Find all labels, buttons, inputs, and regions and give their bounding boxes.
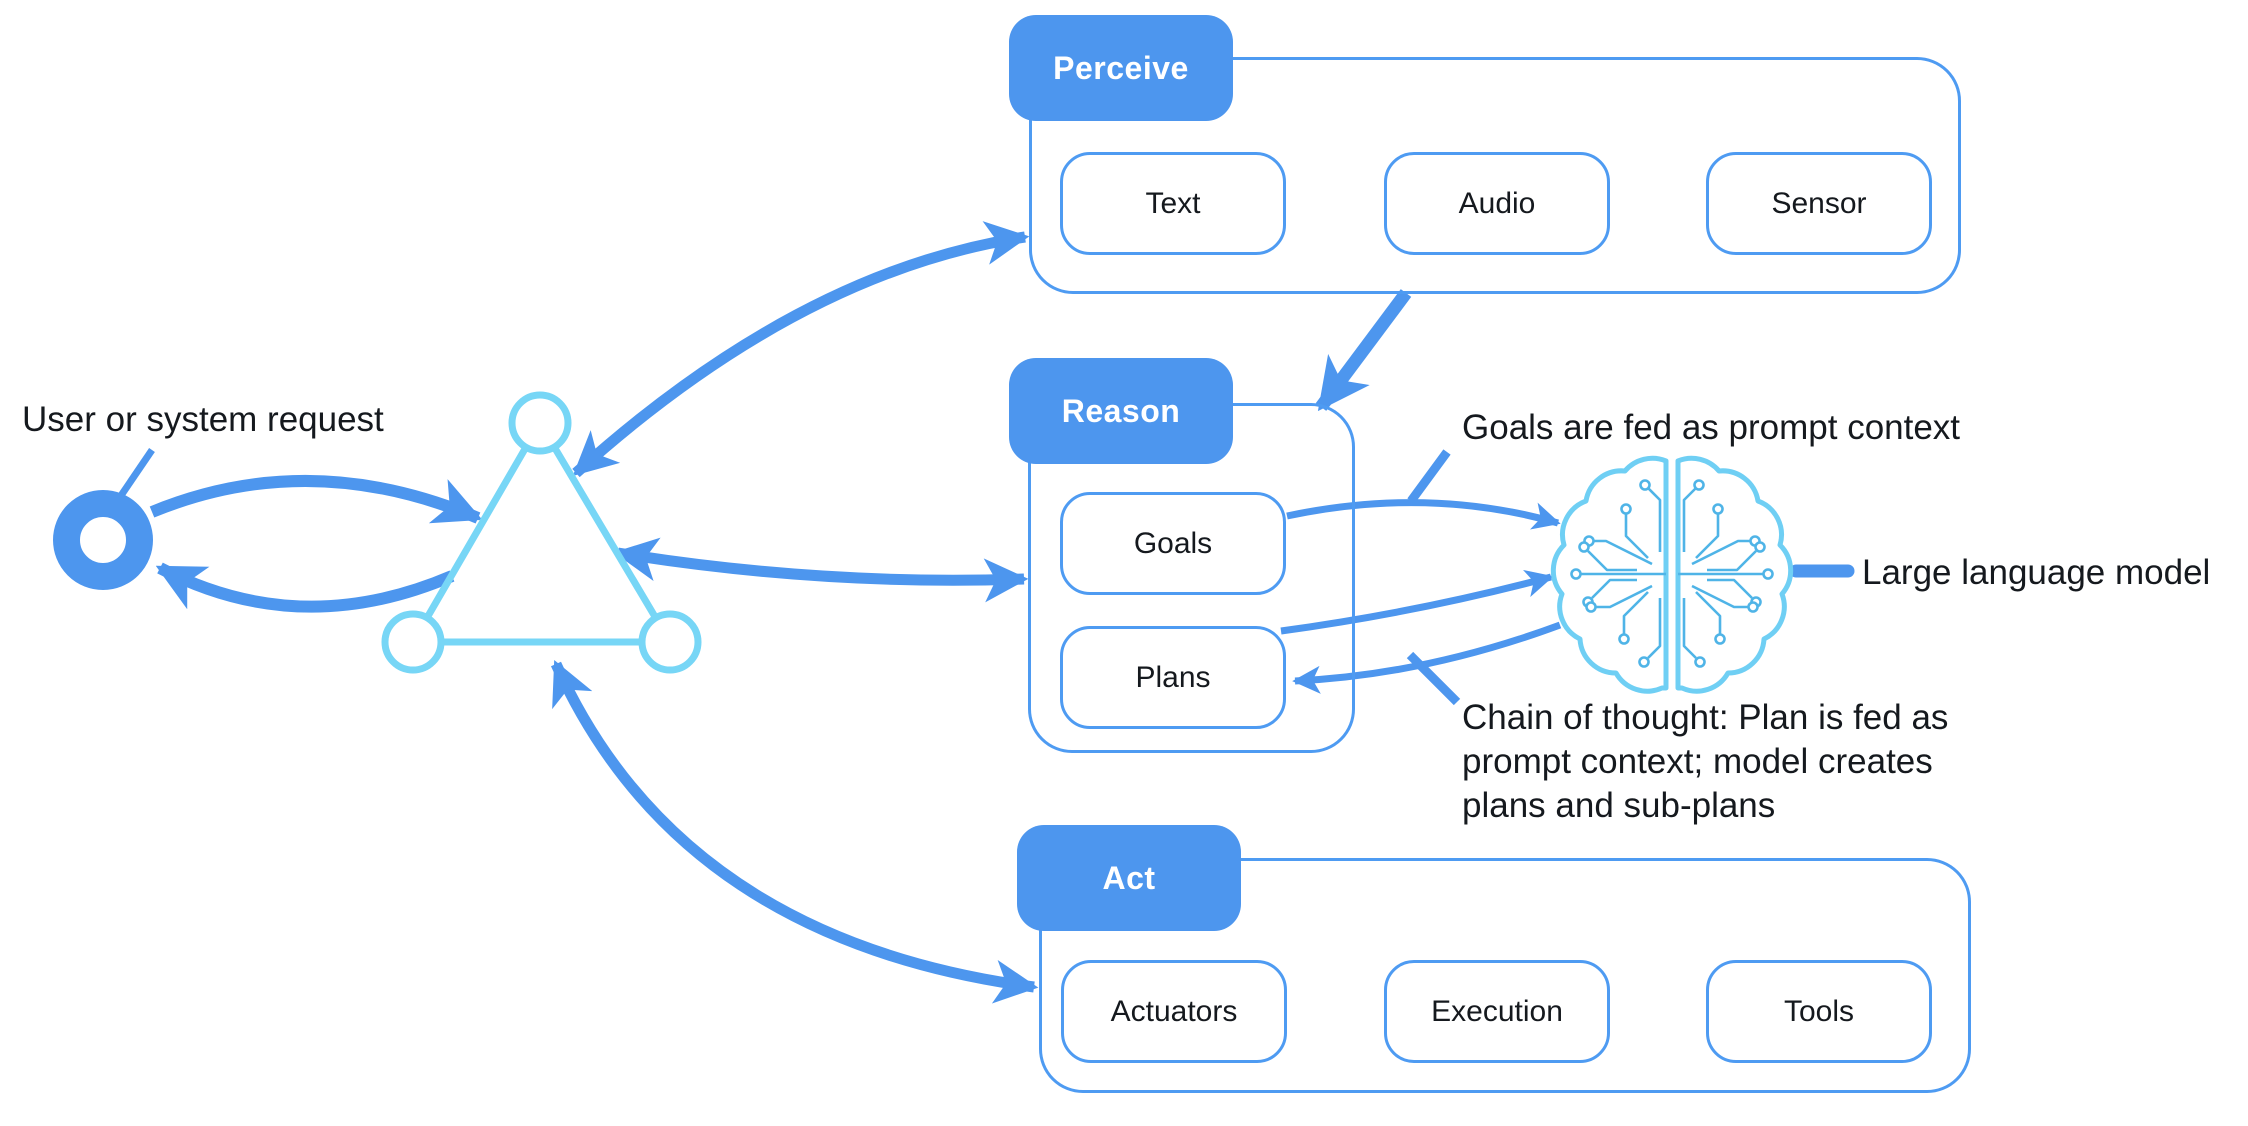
triangle-edges bbox=[406, 416, 677, 646]
triangle-nodes-icon bbox=[381, 391, 702, 674]
perceive-item-audio: Audio bbox=[1384, 152, 1610, 255]
perceive-tag-label: Perceive bbox=[1053, 49, 1189, 86]
arrow-agent-perceive bbox=[572, 221, 1030, 478]
act-item-actuators: Actuators bbox=[1061, 960, 1287, 1063]
act-tag-label: Act bbox=[1102, 859, 1156, 896]
reason-item-plans: Plans bbox=[1060, 626, 1286, 729]
reason-tag: Reason bbox=[1009, 358, 1233, 464]
cot-note-label: Chain of thought: Plan is fed as prompt … bbox=[1462, 698, 1949, 825]
reason-tag-label: Reason bbox=[1061, 392, 1181, 429]
brain-circuit-dots bbox=[1570, 479, 1774, 668]
llm-label: Large language model bbox=[1862, 553, 2211, 592]
perceive-group-container bbox=[1029, 57, 1961, 294]
user-request-label: User or system request bbox=[22, 400, 384, 439]
perceive-item-text: Text bbox=[1060, 152, 1286, 255]
arrow-llm-to-plans bbox=[1292, 621, 1562, 694]
arrow-agent-to-user bbox=[155, 562, 455, 613]
triangle-node-top bbox=[508, 391, 572, 455]
reason-item-plans-label: Plans bbox=[1135, 660, 1211, 694]
act-item-execution-label: Execution bbox=[1431, 994, 1563, 1028]
act-item-actuators-label: Actuators bbox=[1110, 994, 1238, 1028]
arrow-plans-to-llm bbox=[1280, 569, 1554, 635]
act-item-execution: Execution bbox=[1384, 960, 1610, 1063]
arrow-user-to-agent bbox=[149, 474, 483, 524]
triangle-node-left bbox=[381, 610, 445, 674]
perceive-item-text-label: Text bbox=[1145, 186, 1201, 220]
triangle-node-right bbox=[638, 610, 702, 674]
cot-note-leader-line bbox=[1406, 651, 1461, 706]
circuit-brain-icon bbox=[1550, 455, 1794, 694]
ring-icon bbox=[53, 490, 153, 590]
act-item-tools: Tools bbox=[1706, 960, 1932, 1063]
perceive-item-sensor: Sensor bbox=[1706, 152, 1932, 255]
arrow-perceive-to-reason bbox=[1315, 289, 1412, 412]
act-item-tools-label: Tools bbox=[1783, 994, 1855, 1028]
perceive-item-sensor-label: Sensor bbox=[1771, 186, 1867, 220]
goals-note-label: Goals are fed as prompt context bbox=[1462, 408, 1961, 447]
act-group-container bbox=[1039, 858, 1971, 1093]
arrow-agent-act bbox=[550, 659, 1039, 1004]
brain-left-circuits bbox=[1581, 487, 1666, 659]
perceive-item-audio-label: Audio bbox=[1458, 186, 1536, 220]
user-request-leader-line bbox=[115, 448, 155, 502]
brain-right-circuits bbox=[1678, 487, 1763, 659]
reason-item-goals: Goals bbox=[1060, 492, 1286, 595]
arrow-agent-reason bbox=[613, 537, 1029, 603]
arrow-goals-to-llm bbox=[1286, 499, 1561, 530]
act-tag: Act bbox=[1017, 825, 1241, 931]
perceive-tag: Perceive bbox=[1009, 15, 1233, 121]
goals-note-leader-line bbox=[1407, 449, 1451, 504]
reason-item-goals-label: Goals bbox=[1133, 526, 1213, 560]
